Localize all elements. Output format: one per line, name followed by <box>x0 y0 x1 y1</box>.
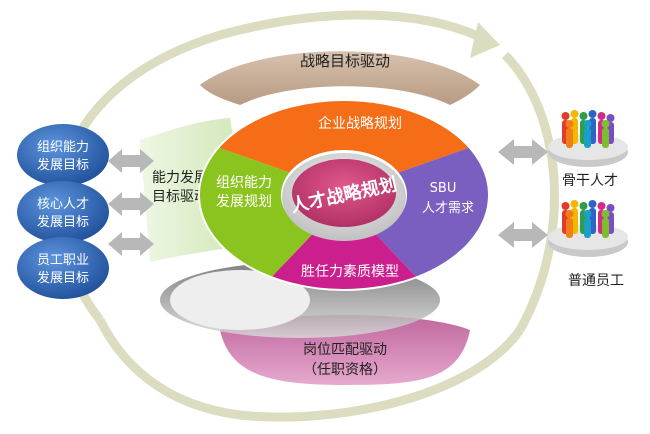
left-circle-2-line1: 核心人才 <box>37 197 89 212</box>
cycle-arrowhead <box>470 22 500 58</box>
people-group-1-label: 骨干人才 <box>562 173 618 189</box>
double-arrow-icon <box>108 192 154 216</box>
ring-left-line2: 发展规划 <box>216 194 272 210</box>
ring-right-line1: SBU <box>430 181 457 196</box>
left-arrows <box>108 149 154 256</box>
double-arrow-icon <box>498 139 548 165</box>
left-circle-1-line1: 组织能力 <box>37 140 89 155</box>
left-band-line2: 目标驱动 <box>152 189 208 205</box>
bottom-band-line1: 岗位匹配驱动 <box>303 342 387 358</box>
ring-shadow-light <box>170 270 310 330</box>
ring-segment-left <box>198 147 313 278</box>
left-circle-2: 核心人才 发展目标 <box>17 181 109 243</box>
ring-segment-bottom <box>271 234 417 291</box>
left-circle-1-line2: 发展目标 <box>37 157 89 173</box>
ring-bottom-label: 胜任力素质模型 <box>301 264 399 280</box>
top-band <box>200 51 480 105</box>
ring-segment-top <box>218 99 470 173</box>
left-circle-3: 员工职业 发展目标 <box>17 237 109 299</box>
cycle-arc-right <box>501 51 559 333</box>
left-circle-3-line2: 发展目标 <box>37 270 89 286</box>
top-band-label: 战略目标驱动 <box>300 52 390 70</box>
people-group-2-label: 普通员工 <box>568 273 624 289</box>
double-arrow-icon <box>498 222 548 248</box>
ring <box>198 99 490 291</box>
people-icon <box>561 200 615 238</box>
ring-right-line2: 人才需求 <box>422 201 474 216</box>
double-arrow-icon <box>108 232 154 256</box>
center-disc <box>292 159 396 227</box>
double-arrow-icon <box>108 149 154 173</box>
ring-top-label: 企业战略规划 <box>318 115 402 132</box>
bottom-band-line2: （任职资格） <box>303 362 387 378</box>
left-circle-2-line2: 发展目标 <box>37 214 89 230</box>
ring-segment-right <box>375 147 490 278</box>
left-circle-3-line1: 员工职业 <box>37 253 89 268</box>
people-icon <box>561 110 615 148</box>
ring-left-line1: 组织能力 <box>216 175 272 191</box>
cycle-arc-bottom <box>95 317 524 422</box>
people-group-2: 普通员工 <box>548 200 628 289</box>
left-band-line1: 能力发展 <box>152 170 208 186</box>
right-arrows <box>498 139 548 248</box>
left-circle-1: 组织能力 发展目标 <box>17 124 109 186</box>
people-group-1: 骨干人才 <box>548 110 628 189</box>
